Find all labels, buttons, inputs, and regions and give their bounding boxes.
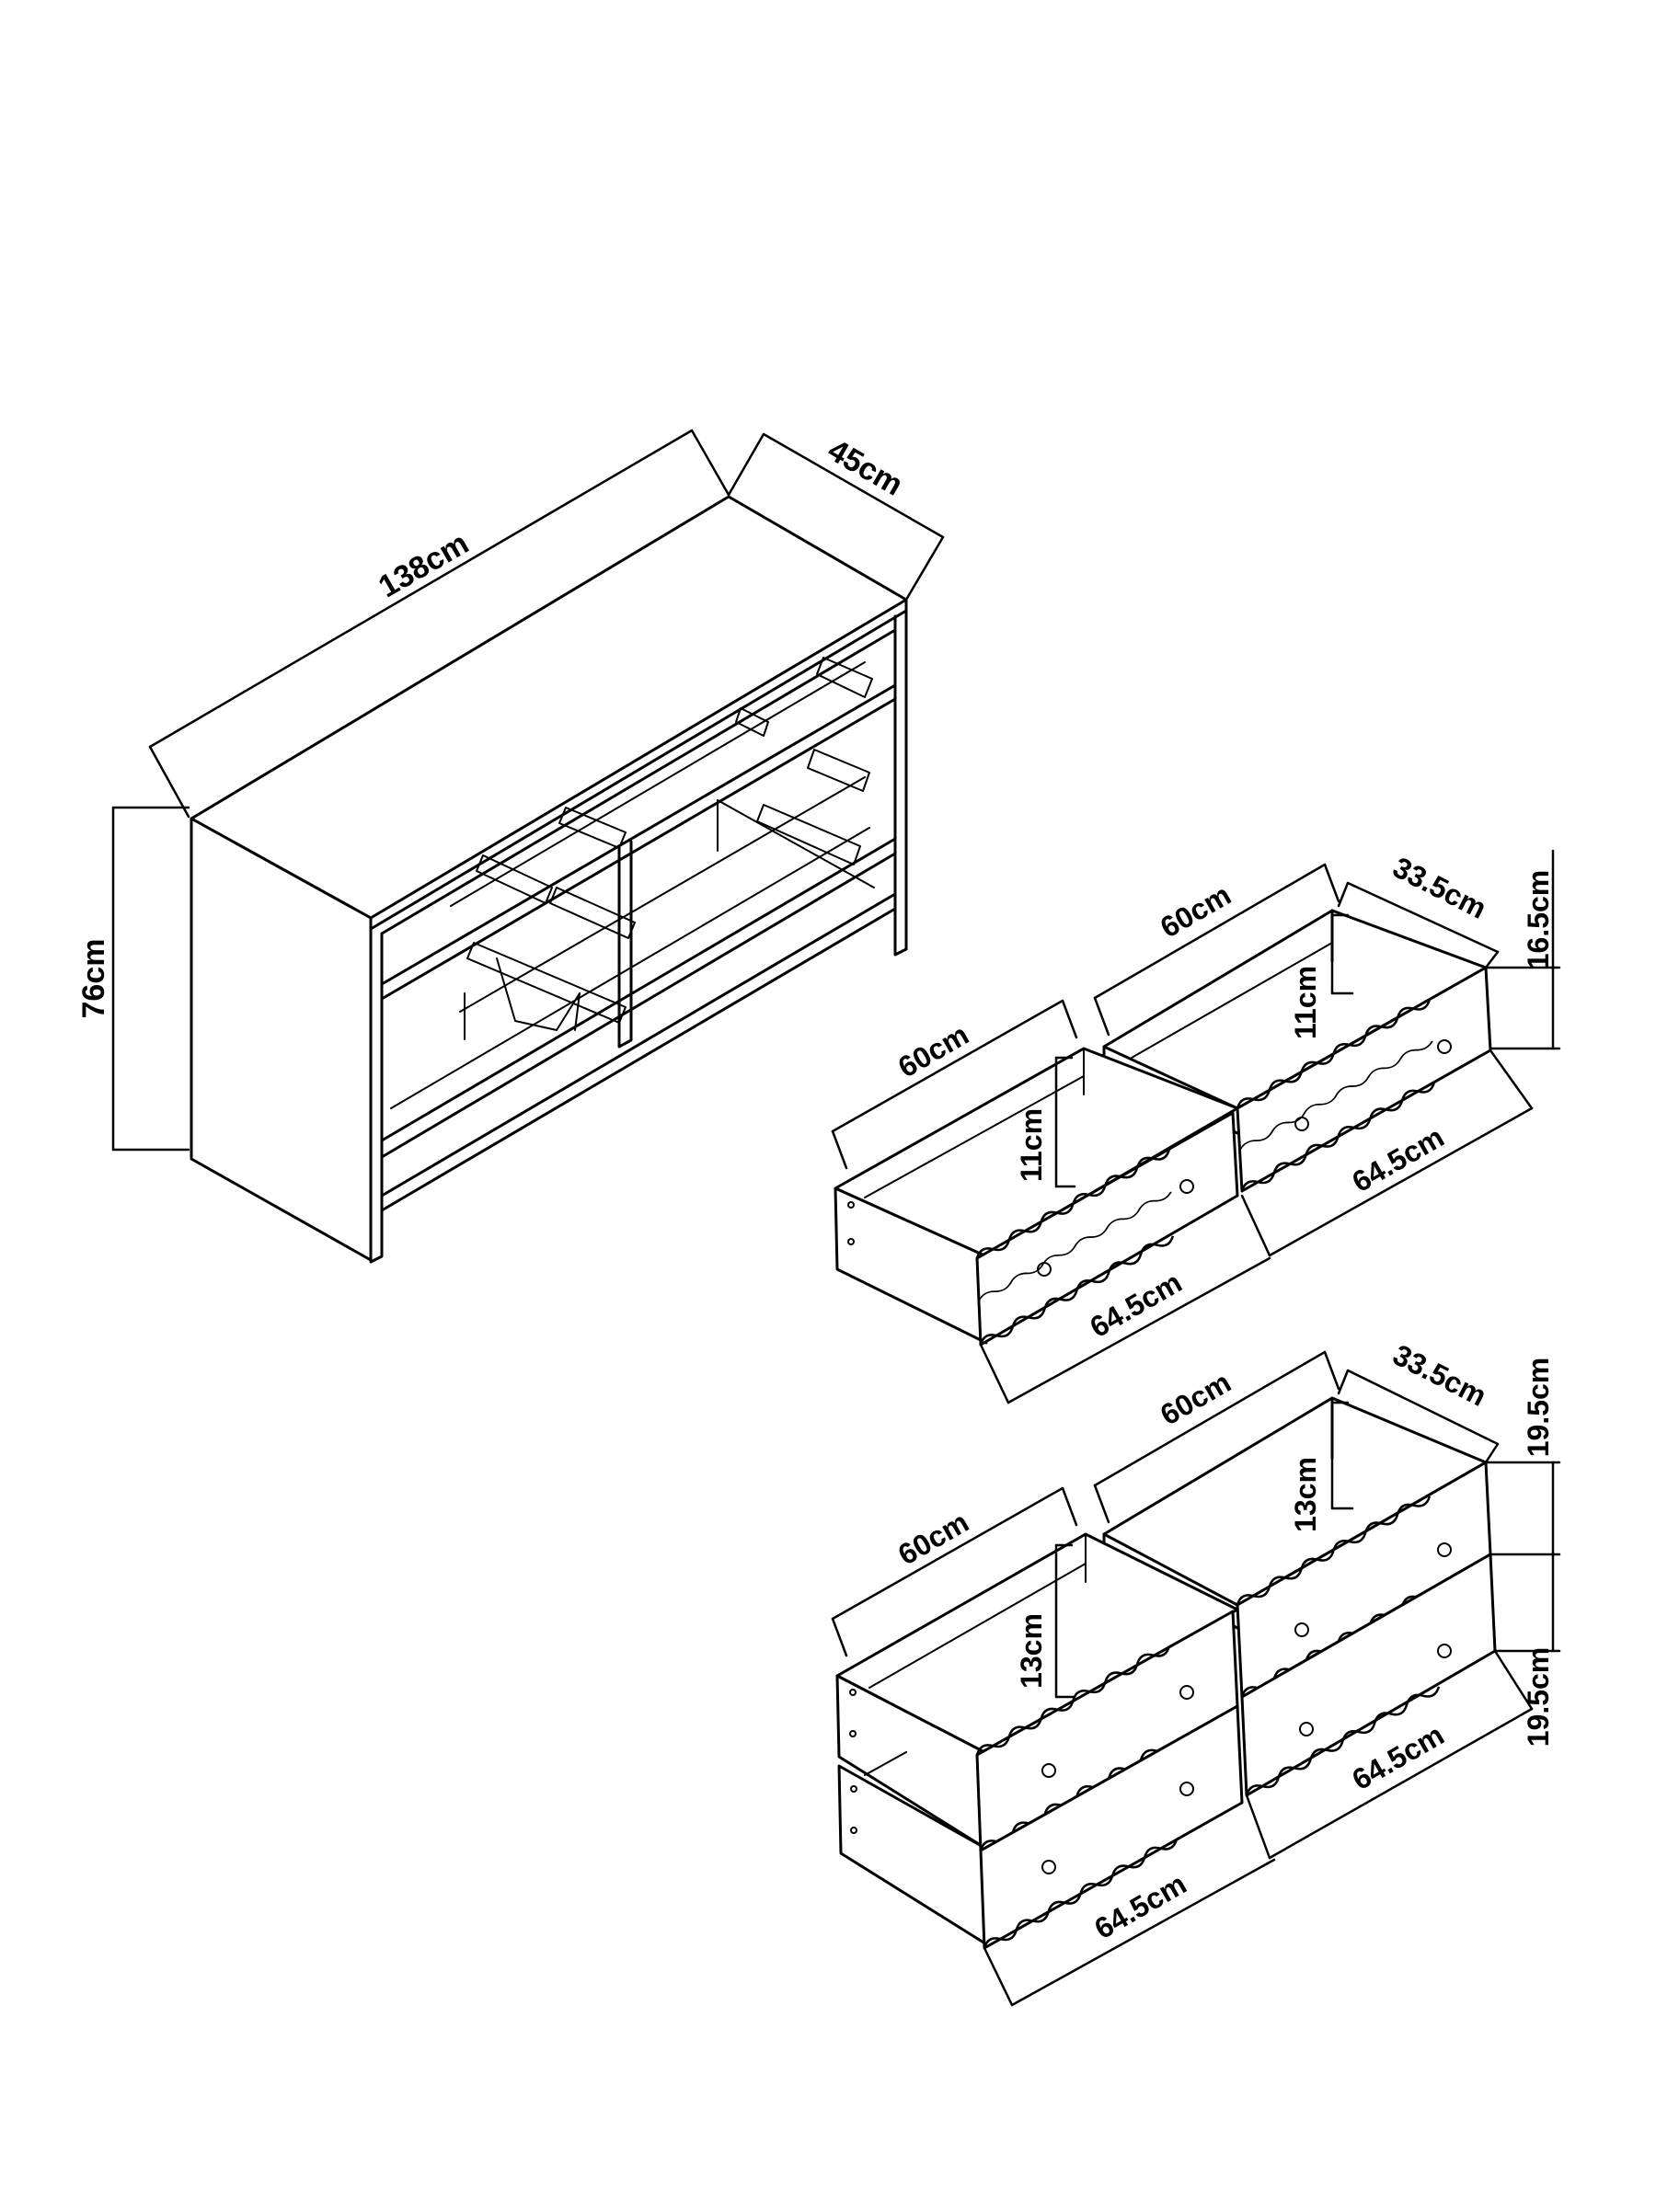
drawer-knob-icon — [1294, 1622, 1309, 1637]
drawer-knob-icon — [1179, 1782, 1194, 1796]
small-drawer-front-height: 16.5cm — [1522, 870, 1555, 970]
cabinet-height-dimension: 76cm — [76, 806, 190, 1152]
large-drawer-front-depth: 33.5cm — [1387, 1338, 1491, 1413]
drawer-knob-icon — [1294, 1117, 1309, 1131]
drawer-knob-icon — [1437, 1542, 1452, 1557]
drawer-knob-icon — [1037, 1262, 1052, 1277]
small-drawer-front — [834, 1047, 1239, 1350]
small-drawer-width-right: 64.5cm — [1347, 1120, 1450, 1198]
small-drawer-front-depth: 33.5cm — [1387, 851, 1491, 925]
runner-slides — [466, 657, 873, 1031]
large-drawer-front-lower-panel — [979, 1704, 1244, 1950]
small-drawer-inner-height-right: 11cm — [1289, 966, 1322, 1039]
cabinet: 138cm 45cm 76cm — [76, 429, 945, 1264]
cabinet-top — [190, 495, 908, 920]
drawer-knob-icon — [1437, 1039, 1452, 1054]
large-drawer-front-height-bottom: 19.5cm — [1522, 1647, 1555, 1748]
small-drawer-inner-height-left: 11cm — [1015, 1108, 1048, 1182]
large-drawer-depth-right: 60cm — [1155, 1365, 1236, 1431]
drawer-knob-icon — [1437, 1644, 1452, 1658]
drawer-knob-icon — [1179, 1179, 1194, 1194]
drawer-knob-icon — [1299, 1722, 1314, 1736]
large-drawer-set: 60cm 13cm 33.5cm 19.5cm 19.5cm 64.5cm — [831, 1338, 1561, 2007]
drawer-knob-icon — [1041, 1763, 1056, 1778]
large-drawer-rear — [1102, 1396, 1497, 1801]
large-drawer-inner-height-left: 13cm — [1015, 1613, 1048, 1689]
large-drawer-front — [835, 1532, 1244, 1954]
small-drawer-depth-right: 60cm — [1155, 877, 1236, 944]
cabinet-front-frame — [369, 927, 384, 1264]
drawer-knob-icon — [1041, 1860, 1056, 1874]
large-drawer-inner-height-right: 13cm — [1289, 1457, 1322, 1532]
drawer-knob-icon — [1179, 1685, 1194, 1700]
small-drawer-set: 60cm 11cm 33.5cm 16.5cm 64.5cm — [831, 849, 1561, 1404]
large-drawer-front-height-top: 19.5cm — [1522, 1358, 1555, 1458]
cabinet-height-label: 76cm — [76, 939, 111, 1019]
